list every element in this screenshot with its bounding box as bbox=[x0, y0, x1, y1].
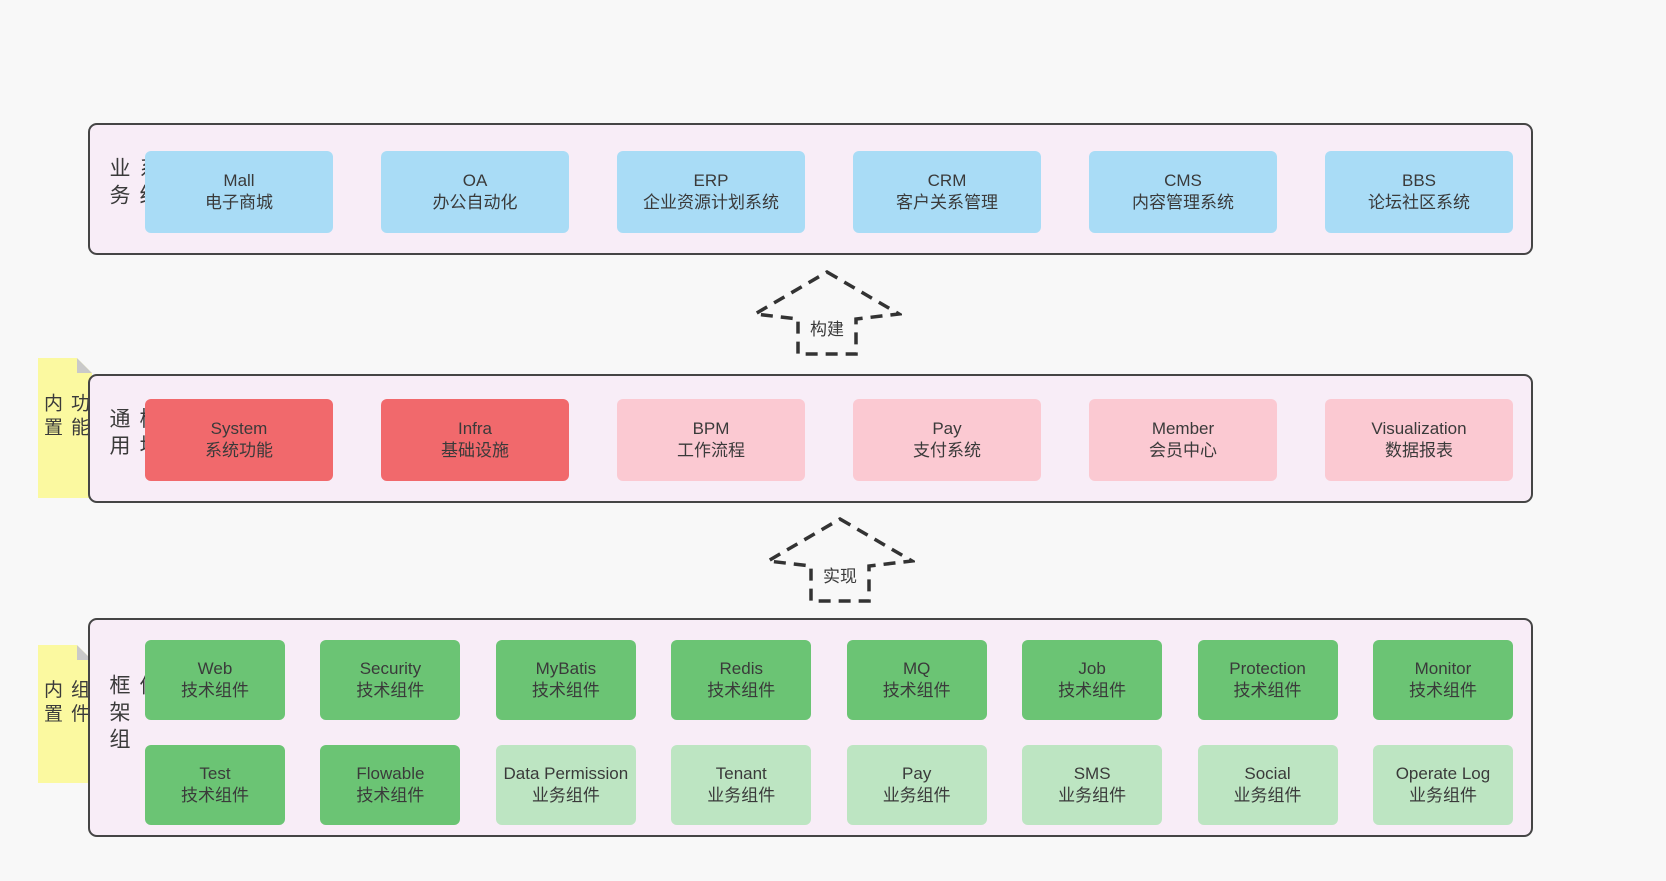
layer-common-modules: 通用模块 System 系统功能 Infra 基础设施 BPM 工作流程 Pay… bbox=[88, 374, 1533, 503]
box-name: OA bbox=[462, 170, 488, 190]
box-name: Web bbox=[197, 658, 233, 678]
box-name: Pay bbox=[932, 418, 962, 438]
box-desc: 业务组件 bbox=[531, 786, 600, 805]
box-desc: 业务组件 bbox=[707, 786, 776, 805]
box-desc: 电子商城 bbox=[205, 193, 273, 212]
arrow-implement: 实现 bbox=[765, 515, 915, 605]
box-desc: 数据报表 bbox=[1385, 441, 1453, 460]
box-infra: Infra 基础设施 bbox=[381, 399, 569, 481]
up-arrow-shape bbox=[752, 269, 902, 356]
box-name: Job bbox=[1078, 658, 1106, 678]
box-name: System bbox=[210, 418, 268, 438]
box-name: Infra bbox=[457, 418, 493, 438]
box-name: Flowable bbox=[356, 763, 425, 783]
box-desc: 技术组件 bbox=[531, 681, 600, 700]
box-desc: 技术组件 bbox=[181, 786, 249, 805]
box-desc: 业务组件 bbox=[1058, 786, 1127, 805]
box-desc: 技术组件 bbox=[356, 786, 425, 805]
sticky-fold-corner bbox=[77, 358, 92, 373]
box-pay-module: Pay 支付系统 bbox=[853, 399, 1041, 481]
sticky-note-builtin-features: 内置功能 bbox=[38, 358, 92, 498]
box-name: Redis bbox=[719, 658, 763, 678]
box-desc: 支付系统 bbox=[913, 441, 981, 460]
box-name: Social bbox=[1244, 763, 1291, 783]
box-desc: 基础设施 bbox=[441, 441, 509, 460]
box-redis: Redis 技术组件 bbox=[671, 640, 812, 720]
box-name: Pay bbox=[902, 763, 932, 783]
layer-business-systems: 业务系统 Mall 电子商城 OA 办公自动化 ERP 企业资源计划系统 CRM… bbox=[88, 123, 1533, 255]
box-desc: 论坛社区系统 bbox=[1368, 193, 1470, 212]
box-name: Data Permission bbox=[503, 763, 629, 783]
sticky-note-label: 内置组件 bbox=[41, 679, 89, 728]
box-name: Mall bbox=[223, 170, 255, 190]
box-desc: 业务组件 bbox=[1233, 786, 1302, 805]
sticky-note-builtin-components: 内置组件 bbox=[38, 645, 92, 783]
arrow-build: 构建 bbox=[752, 268, 902, 358]
box-flowable: Flowable 技术组件 bbox=[320, 745, 461, 825]
box-desc: 业务组件 bbox=[1408, 786, 1477, 805]
layer-framework-components: 框架组件 Web 技术组件 Security 技术组件 MyBatis 技术组件… bbox=[88, 618, 1533, 837]
box-test: Test 技术组件 bbox=[145, 745, 285, 825]
box-member: Member 会员中心 bbox=[1089, 399, 1277, 481]
box-name: CMS bbox=[1164, 170, 1202, 190]
box-name: MyBatis bbox=[535, 658, 597, 678]
box-social: Social 业务组件 bbox=[1197, 745, 1338, 825]
box-name: Security bbox=[359, 658, 422, 678]
box-visualization: Visualization 数据报表 bbox=[1325, 399, 1513, 481]
box-name: Test bbox=[199, 763, 231, 783]
box-name: Member bbox=[1151, 418, 1215, 438]
box-name: BPM bbox=[692, 418, 730, 438]
box-job: Job 技术组件 bbox=[1022, 640, 1163, 720]
box-operate-log: Operate Log 业务组件 bbox=[1372, 745, 1513, 825]
box-security: Security 技术组件 bbox=[320, 640, 461, 720]
box-desc: 技术组件 bbox=[707, 681, 776, 700]
box-desc: 技术组件 bbox=[1408, 681, 1477, 700]
box-name: Protection bbox=[1229, 658, 1306, 678]
box-mybatis: MyBatis 技术组件 bbox=[495, 640, 636, 720]
box-desc: 技术组件 bbox=[356, 681, 425, 700]
arrow-build-label: 构建 bbox=[807, 315, 847, 340]
box-bpm: BPM 工作流程 bbox=[617, 399, 805, 481]
box-tenant: Tenant 业务组件 bbox=[671, 745, 812, 825]
box-web: Web 技术组件 bbox=[145, 640, 285, 720]
box-desc: 客户关系管理 bbox=[896, 193, 998, 212]
box-name: Visualization bbox=[1371, 418, 1467, 438]
box-desc: 技术组件 bbox=[181, 681, 249, 700]
box-pay-component: Pay 业务组件 bbox=[846, 745, 987, 825]
box-system: System 系统功能 bbox=[145, 399, 333, 481]
box-sms: SMS 业务组件 bbox=[1022, 745, 1163, 825]
box-cms: CMS 内容管理系统 bbox=[1089, 151, 1277, 233]
box-desc: 企业资源计划系统 bbox=[643, 193, 779, 212]
sticky-note-label: 内置功能 bbox=[41, 393, 89, 441]
box-name: Monitor bbox=[1414, 658, 1472, 678]
box-name: ERP bbox=[693, 170, 729, 190]
box-monitor: Monitor 技术组件 bbox=[1372, 640, 1513, 720]
box-name: CRM bbox=[927, 170, 967, 190]
box-name: BBS bbox=[1401, 170, 1437, 190]
box-desc: 技术组件 bbox=[1058, 681, 1127, 700]
box-desc: 系统功能 bbox=[205, 441, 273, 460]
box-name: Operate Log bbox=[1395, 763, 1491, 783]
box-desc: 工作流程 bbox=[677, 441, 745, 460]
arrow-implement-label: 实现 bbox=[820, 562, 860, 587]
box-desc: 技术组件 bbox=[1233, 681, 1302, 700]
box-name: Tenant bbox=[715, 763, 767, 783]
box-crm: CRM 客户关系管理 bbox=[853, 151, 1041, 233]
box-desc: 会员中心 bbox=[1149, 441, 1217, 460]
box-mq: MQ 技术组件 bbox=[846, 640, 987, 720]
box-mall: Mall 电子商城 bbox=[145, 151, 333, 233]
box-bbs: BBS 论坛社区系统 bbox=[1325, 151, 1513, 233]
box-desc: 业务组件 bbox=[882, 786, 951, 805]
up-arrow-shape bbox=[765, 516, 915, 603]
box-desc: 办公自动化 bbox=[432, 193, 518, 212]
box-desc: 技术组件 bbox=[882, 681, 951, 700]
box-erp: ERP 企业资源计划系统 bbox=[617, 151, 805, 233]
box-data-permission: Data Permission 业务组件 bbox=[495, 745, 636, 825]
box-protection: Protection 技术组件 bbox=[1197, 640, 1338, 720]
box-desc: 内容管理系统 bbox=[1132, 193, 1234, 212]
box-name: MQ bbox=[902, 658, 931, 678]
box-oa: OA 办公自动化 bbox=[381, 151, 569, 233]
box-name: SMS bbox=[1073, 763, 1111, 783]
